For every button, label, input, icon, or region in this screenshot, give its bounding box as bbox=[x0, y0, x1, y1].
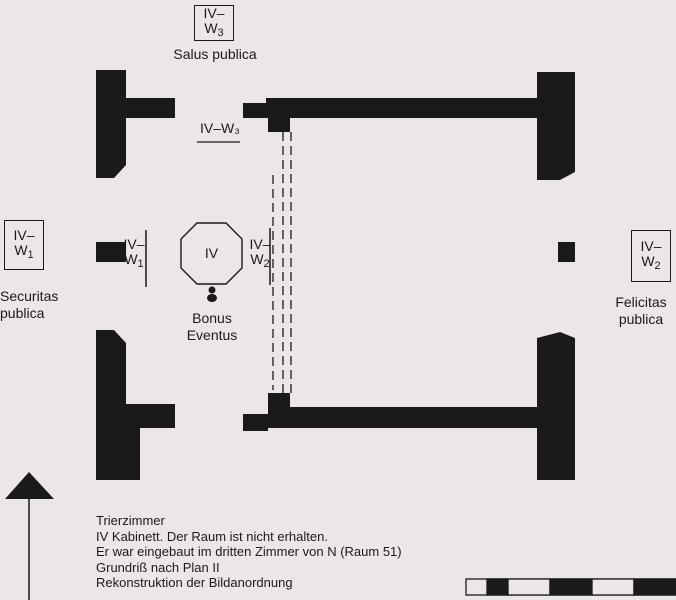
panel-w2-base: W bbox=[641, 253, 655, 269]
panel-w1-caption: Securitas publica bbox=[0, 288, 70, 322]
plan-caption: Trierzimmer IV Kabinett. Der Raum ist ni… bbox=[96, 513, 402, 591]
wall-label-w1-base: W bbox=[124, 251, 138, 267]
wall-label-w3: IV–W₃ bbox=[200, 120, 240, 136]
panel-w1-caption-line1: Securitas bbox=[0, 288, 59, 304]
panel-w2-caption: Felicitas publica bbox=[606, 294, 676, 328]
panel-w3-base: W bbox=[204, 20, 218, 36]
panel-w2-caption-line2: publica bbox=[618, 311, 664, 327]
caption-line-5: Rekonstruktion der Bildanordnung bbox=[96, 575, 293, 590]
bonus-eventus-label: Bonus Eventus bbox=[178, 310, 246, 344]
octagon-label: IV bbox=[204, 245, 219, 261]
panel-w1-number: W1 bbox=[5, 243, 43, 263]
panel-w1-box: IV– W1 bbox=[4, 220, 44, 270]
panel-w1-code: IV– bbox=[13, 227, 35, 243]
north-arrow-icon bbox=[5, 472, 54, 600]
top-wall bbox=[243, 98, 537, 132]
octagon-pedestal bbox=[180, 222, 243, 285]
panel-w2-sub: 2 bbox=[654, 260, 661, 272]
left-wall bbox=[96, 70, 175, 480]
panel-w1-base: W bbox=[14, 242, 28, 258]
wall-label-w1-sub: 1 bbox=[137, 258, 144, 270]
wall-label-w1: IV– W1 bbox=[121, 237, 147, 272]
caption-line-1: Trierzimmer bbox=[96, 513, 165, 528]
panel-w3-caption: Salus publica bbox=[173, 46, 257, 62]
bottom-wall bbox=[243, 393, 537, 431]
bonus-line1: Bonus bbox=[192, 310, 232, 326]
wall-label-w2: IV– W2 bbox=[247, 237, 273, 272]
panel-w3-code: IV– bbox=[203, 5, 225, 21]
panel-w1-caption-line2: publica bbox=[0, 305, 45, 321]
panel-w2-box: IV– W2 bbox=[631, 230, 671, 282]
scale-bar bbox=[465, 578, 676, 596]
bonus-figure-icon bbox=[207, 286, 217, 302]
bonus-line2: Eventus bbox=[186, 327, 238, 343]
right-wall bbox=[537, 72, 575, 480]
panel-w2-caption-line1: Felicitas bbox=[615, 294, 667, 310]
panel-w2-code: IV– bbox=[640, 238, 662, 254]
wall-label-w2-code: IV– bbox=[249, 236, 271, 252]
wall-label-w1-code: IV– bbox=[123, 236, 145, 252]
panel-w1-sub: 1 bbox=[27, 249, 34, 261]
panel-w3-box: IV– W3 bbox=[194, 5, 234, 41]
wall-label-w2-base: W bbox=[250, 251, 264, 267]
wall-label-w2-sub: 2 bbox=[263, 258, 270, 270]
panel-w2-number: W2 bbox=[632, 254, 670, 274]
caption-line-3: Er war eingebaut im dritten Zimmer von N… bbox=[96, 544, 402, 559]
dashed-screen bbox=[272, 132, 292, 393]
panel-w3-number: W3 bbox=[195, 21, 233, 41]
caption-line-2: IV Kabinett. Der Raum ist nicht erhalten… bbox=[96, 528, 328, 544]
caption-line-4: Grundriß nach Plan II bbox=[96, 559, 220, 575]
panel-w3-sub: 3 bbox=[217, 27, 224, 39]
